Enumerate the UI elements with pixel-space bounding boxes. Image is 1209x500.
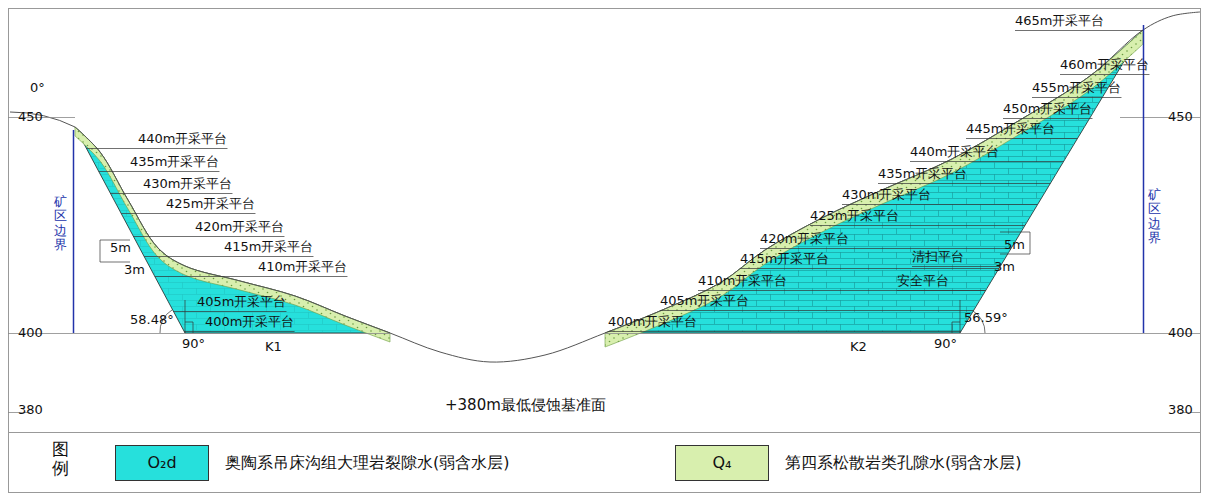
platform-label: 400m开采平台 xyxy=(608,314,697,330)
platform-label: 410m开采平台 xyxy=(258,259,347,275)
marble-body xyxy=(75,127,390,333)
boundary-line xyxy=(73,130,75,333)
stratum-code: Q₄ xyxy=(712,455,731,471)
platform-label: 450m开采平台 xyxy=(1003,101,1092,117)
bench-line xyxy=(910,161,1064,162)
platform-label: 435m开采平台 xyxy=(878,166,967,182)
platform-label: 415m开采平台 xyxy=(224,239,313,255)
annotation: 90° xyxy=(934,336,957,352)
platform-label: 425m开采平台 xyxy=(810,208,899,224)
frame xyxy=(9,9,1201,493)
legend-text: 第四系松散岩类孔隙水(弱含水层) xyxy=(785,453,1021,473)
marble-texture xyxy=(75,127,390,333)
platform-label: 405m开采平台 xyxy=(197,294,286,310)
bench-line xyxy=(842,204,1038,205)
bench-line xyxy=(184,331,294,332)
stratum-code: O₂d xyxy=(147,455,176,471)
platform-label: 400m开采平台 xyxy=(205,314,294,330)
elevation-line xyxy=(8,333,390,334)
annotation: 380 xyxy=(1168,402,1193,418)
bench-line xyxy=(155,276,348,277)
bench-line xyxy=(86,148,227,149)
bench-line xyxy=(912,266,1000,267)
bench-line xyxy=(1032,97,1121,98)
legend-text: 奥陶系吊床沟组大理岩裂隙水(弱含水层) xyxy=(225,453,509,473)
elevation-line xyxy=(605,333,1200,334)
boundary-label: 矿区边界 xyxy=(54,195,67,252)
annotation: 58.48° xyxy=(130,312,174,328)
bench-line xyxy=(608,331,961,332)
marble-texture xyxy=(605,30,1143,333)
legend-divider xyxy=(8,432,1200,433)
quaternary-layer xyxy=(605,30,1143,347)
platform-label: 455m开采平台 xyxy=(1032,80,1121,96)
bench-dimension xyxy=(100,232,1030,262)
bench-line xyxy=(99,171,220,172)
platform-label: 405m开采平台 xyxy=(660,293,749,309)
legend-heading: 图例 xyxy=(52,440,69,477)
platform-label: 420m开采平台 xyxy=(760,231,849,247)
bench-line xyxy=(878,183,1050,184)
bench-line xyxy=(1003,118,1092,119)
annotation: 56.59° xyxy=(964,310,1008,326)
bench-line xyxy=(760,248,1011,249)
platform-label: 清扫平台 xyxy=(912,249,964,265)
bench-line xyxy=(966,138,1077,139)
platform-label: 410m开采平台 xyxy=(698,273,787,289)
annotation: 400 xyxy=(18,325,43,341)
bench-line xyxy=(698,290,986,291)
annotation: 3m xyxy=(124,262,145,278)
platform-label: 445m开采平台 xyxy=(966,121,1055,137)
bench-line xyxy=(897,290,986,291)
platform-label: 430m开采平台 xyxy=(842,187,931,203)
annotation: +380m最低侵蚀基准面 xyxy=(445,397,606,413)
platform-label: 460m开采平台 xyxy=(1060,57,1149,73)
annotation: 450 xyxy=(1168,109,1193,125)
platform-label: 440m开采平台 xyxy=(138,131,227,147)
bench-line xyxy=(740,268,999,269)
annotation: K2 xyxy=(850,339,867,355)
platform-label: 420m开采平台 xyxy=(195,219,284,235)
boundary-label: 矿区边界 xyxy=(1148,188,1161,245)
bench-line xyxy=(660,310,974,311)
bench-line xyxy=(1060,74,1149,75)
quaternary-texture xyxy=(605,30,1143,347)
platform-label: 435m开采平台 xyxy=(130,154,219,170)
quaternary-layer xyxy=(75,127,390,342)
bench-line xyxy=(133,236,284,237)
annotation: 450 xyxy=(18,109,43,125)
platform-label: 430m开采平台 xyxy=(143,176,232,192)
platform-label: 425m开采平台 xyxy=(166,196,255,212)
annotation: 400 xyxy=(1168,325,1193,341)
platform-label: 安全平台 xyxy=(897,273,949,289)
bench-line xyxy=(810,225,1025,226)
quaternary-texture xyxy=(75,127,390,342)
bench-line xyxy=(174,311,287,312)
ground-surface xyxy=(75,12,1200,362)
annotation: 5m xyxy=(110,240,131,256)
bench-line xyxy=(1015,30,1143,31)
platform-label: 465m开采平台 xyxy=(1015,13,1104,29)
annotation: 5m xyxy=(1004,237,1025,253)
marble-body xyxy=(605,30,1143,333)
platform-label: 415m开采平台 xyxy=(740,251,829,267)
bench-line xyxy=(144,256,313,257)
annotation: 380 xyxy=(18,402,43,418)
annotation: K1 xyxy=(265,339,282,355)
annotation: 3m xyxy=(994,259,1015,275)
bench-line xyxy=(121,213,255,214)
annotation: 0° xyxy=(30,80,45,96)
platform-label: 440m开采平台 xyxy=(910,144,999,160)
bench-line xyxy=(111,193,233,194)
annotation: 90° xyxy=(182,336,205,352)
